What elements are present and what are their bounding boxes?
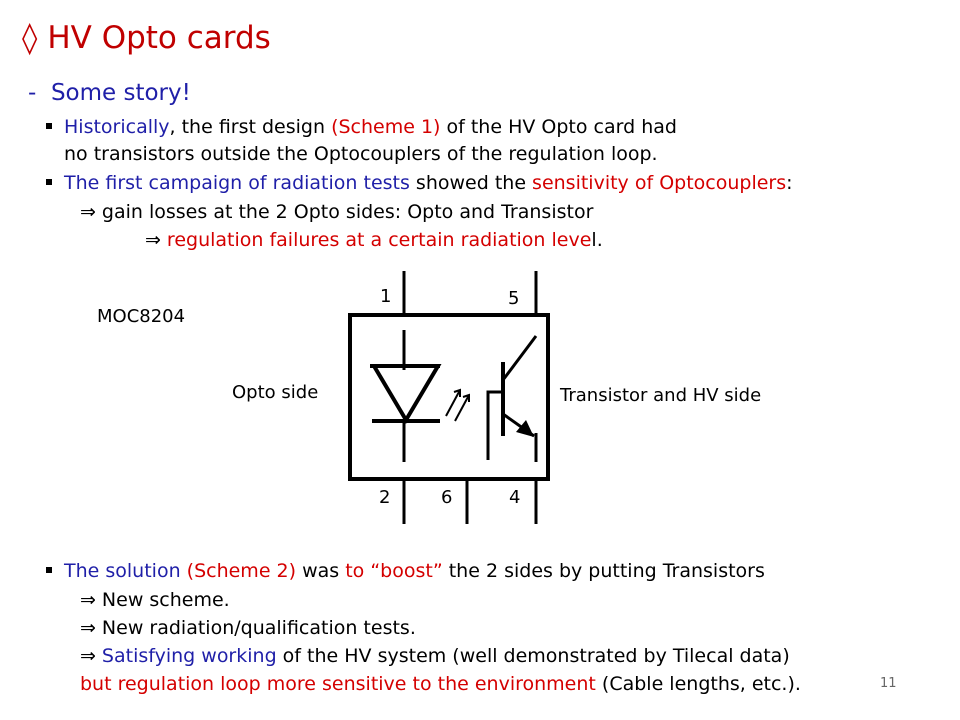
b3-last-black: (Cable lengths, etc.).	[595, 673, 801, 695]
subhead-text: Some story!	[50, 80, 191, 106]
subheading: - Some story!	[28, 80, 191, 106]
implies-arrow-icon: ⇒	[80, 589, 96, 611]
bullet-1-line-2: no transistors outside the Optocouplers …	[64, 143, 658, 165]
b3-last-red: but regulation loop more sensitive to th…	[80, 673, 596, 695]
b2-sub2-end: l.	[591, 229, 603, 251]
b3-scheme2: (Scheme 2)	[186, 560, 297, 582]
light-rays-icon	[445, 388, 470, 422]
b2-sub1-text: gain losses at the 2 Opto sides: Opto an…	[101, 201, 594, 223]
b1-scheme1: (Scheme 1)	[331, 116, 441, 138]
b2-sensitivity: sensitivity of Optocouplers	[532, 172, 787, 194]
diamond-icon: ◊	[22, 20, 38, 56]
square-bullet-icon	[46, 122, 52, 129]
page-number: 11	[880, 676, 897, 691]
square-bullet-icon	[46, 566, 52, 573]
implies-arrow-icon: ⇒	[80, 201, 96, 223]
slide-title: ◊HV Opto cards	[22, 20, 271, 56]
bullet-2: The first campaign of radiation tests sh…	[46, 172, 793, 194]
b3-sub2-text: New radiation/qualification tests.	[101, 617, 416, 639]
opto-side-label: Opto side	[232, 382, 319, 403]
package-outline	[348, 313, 550, 481]
b2-colon: :	[786, 172, 793, 194]
subhead-dash: -	[28, 80, 37, 106]
part-name-label: MOC8204	[97, 306, 186, 327]
pin-4-label: 4	[509, 487, 521, 508]
b2-sub2-red: regulation failures at a certain radiati…	[166, 229, 592, 251]
b1-historically: Historically	[64, 116, 170, 138]
implies-arrow-icon: ⇒	[145, 229, 161, 251]
b3-was: was	[296, 560, 346, 582]
phototransistor-icon	[486, 335, 538, 462]
b2-text: showed the	[409, 172, 533, 194]
bullet-1: Historically, the first design (Scheme 1…	[46, 116, 677, 138]
emitter-arrowhead-icon	[516, 420, 534, 437]
square-bullet-icon	[46, 178, 52, 185]
b3-sub3-blue: Satisfying working	[101, 645, 277, 667]
bullet-2-sub-1: ⇒gain losses at the 2 Opto sides: Opto a…	[80, 201, 593, 223]
pin-6-label: 6	[441, 487, 453, 508]
implies-arrow-icon: ⇒	[80, 645, 96, 667]
led-diode-icon	[370, 330, 442, 462]
bullet-3-last-line: but regulation loop more sensitive to th…	[80, 673, 801, 695]
b3-sub3-text: of the HV system (well demonstrated by T…	[276, 645, 790, 667]
bullet-3-sub-3: ⇒Satisfying working of the HV system (we…	[80, 645, 790, 667]
bullet-2-sub-2: ⇒regulation failures at a certain radiat…	[145, 229, 603, 251]
transistor-side-label: Transistor and HV side	[560, 385, 762, 406]
pin-5-label: 5	[508, 288, 520, 309]
bullet-3-sub-1: ⇒New scheme.	[80, 589, 230, 611]
pin-2-label: 2	[379, 487, 391, 508]
bullet-3: The solution (Scheme 2) was to “boost” t…	[46, 560, 765, 582]
b1-text-end: of the HV Opto card had	[440, 116, 677, 138]
implies-arrow-icon: ⇒	[80, 617, 96, 639]
pin-1-label: 1	[380, 286, 392, 307]
b3-text-end: the 2 sides by putting Transistors	[442, 560, 765, 582]
b3-solution: The solution	[64, 560, 187, 582]
b2-campaign: The first campaign of radiation tests	[64, 172, 410, 194]
title-text: HV Opto cards	[47, 20, 271, 56]
b3-boost: to “boost”	[345, 560, 443, 582]
b1-text: , the first design	[169, 116, 332, 138]
bullet-3-sub-2: ⇒New radiation/qualification tests.	[80, 617, 416, 639]
b3-sub1-text: New scheme.	[101, 589, 230, 611]
